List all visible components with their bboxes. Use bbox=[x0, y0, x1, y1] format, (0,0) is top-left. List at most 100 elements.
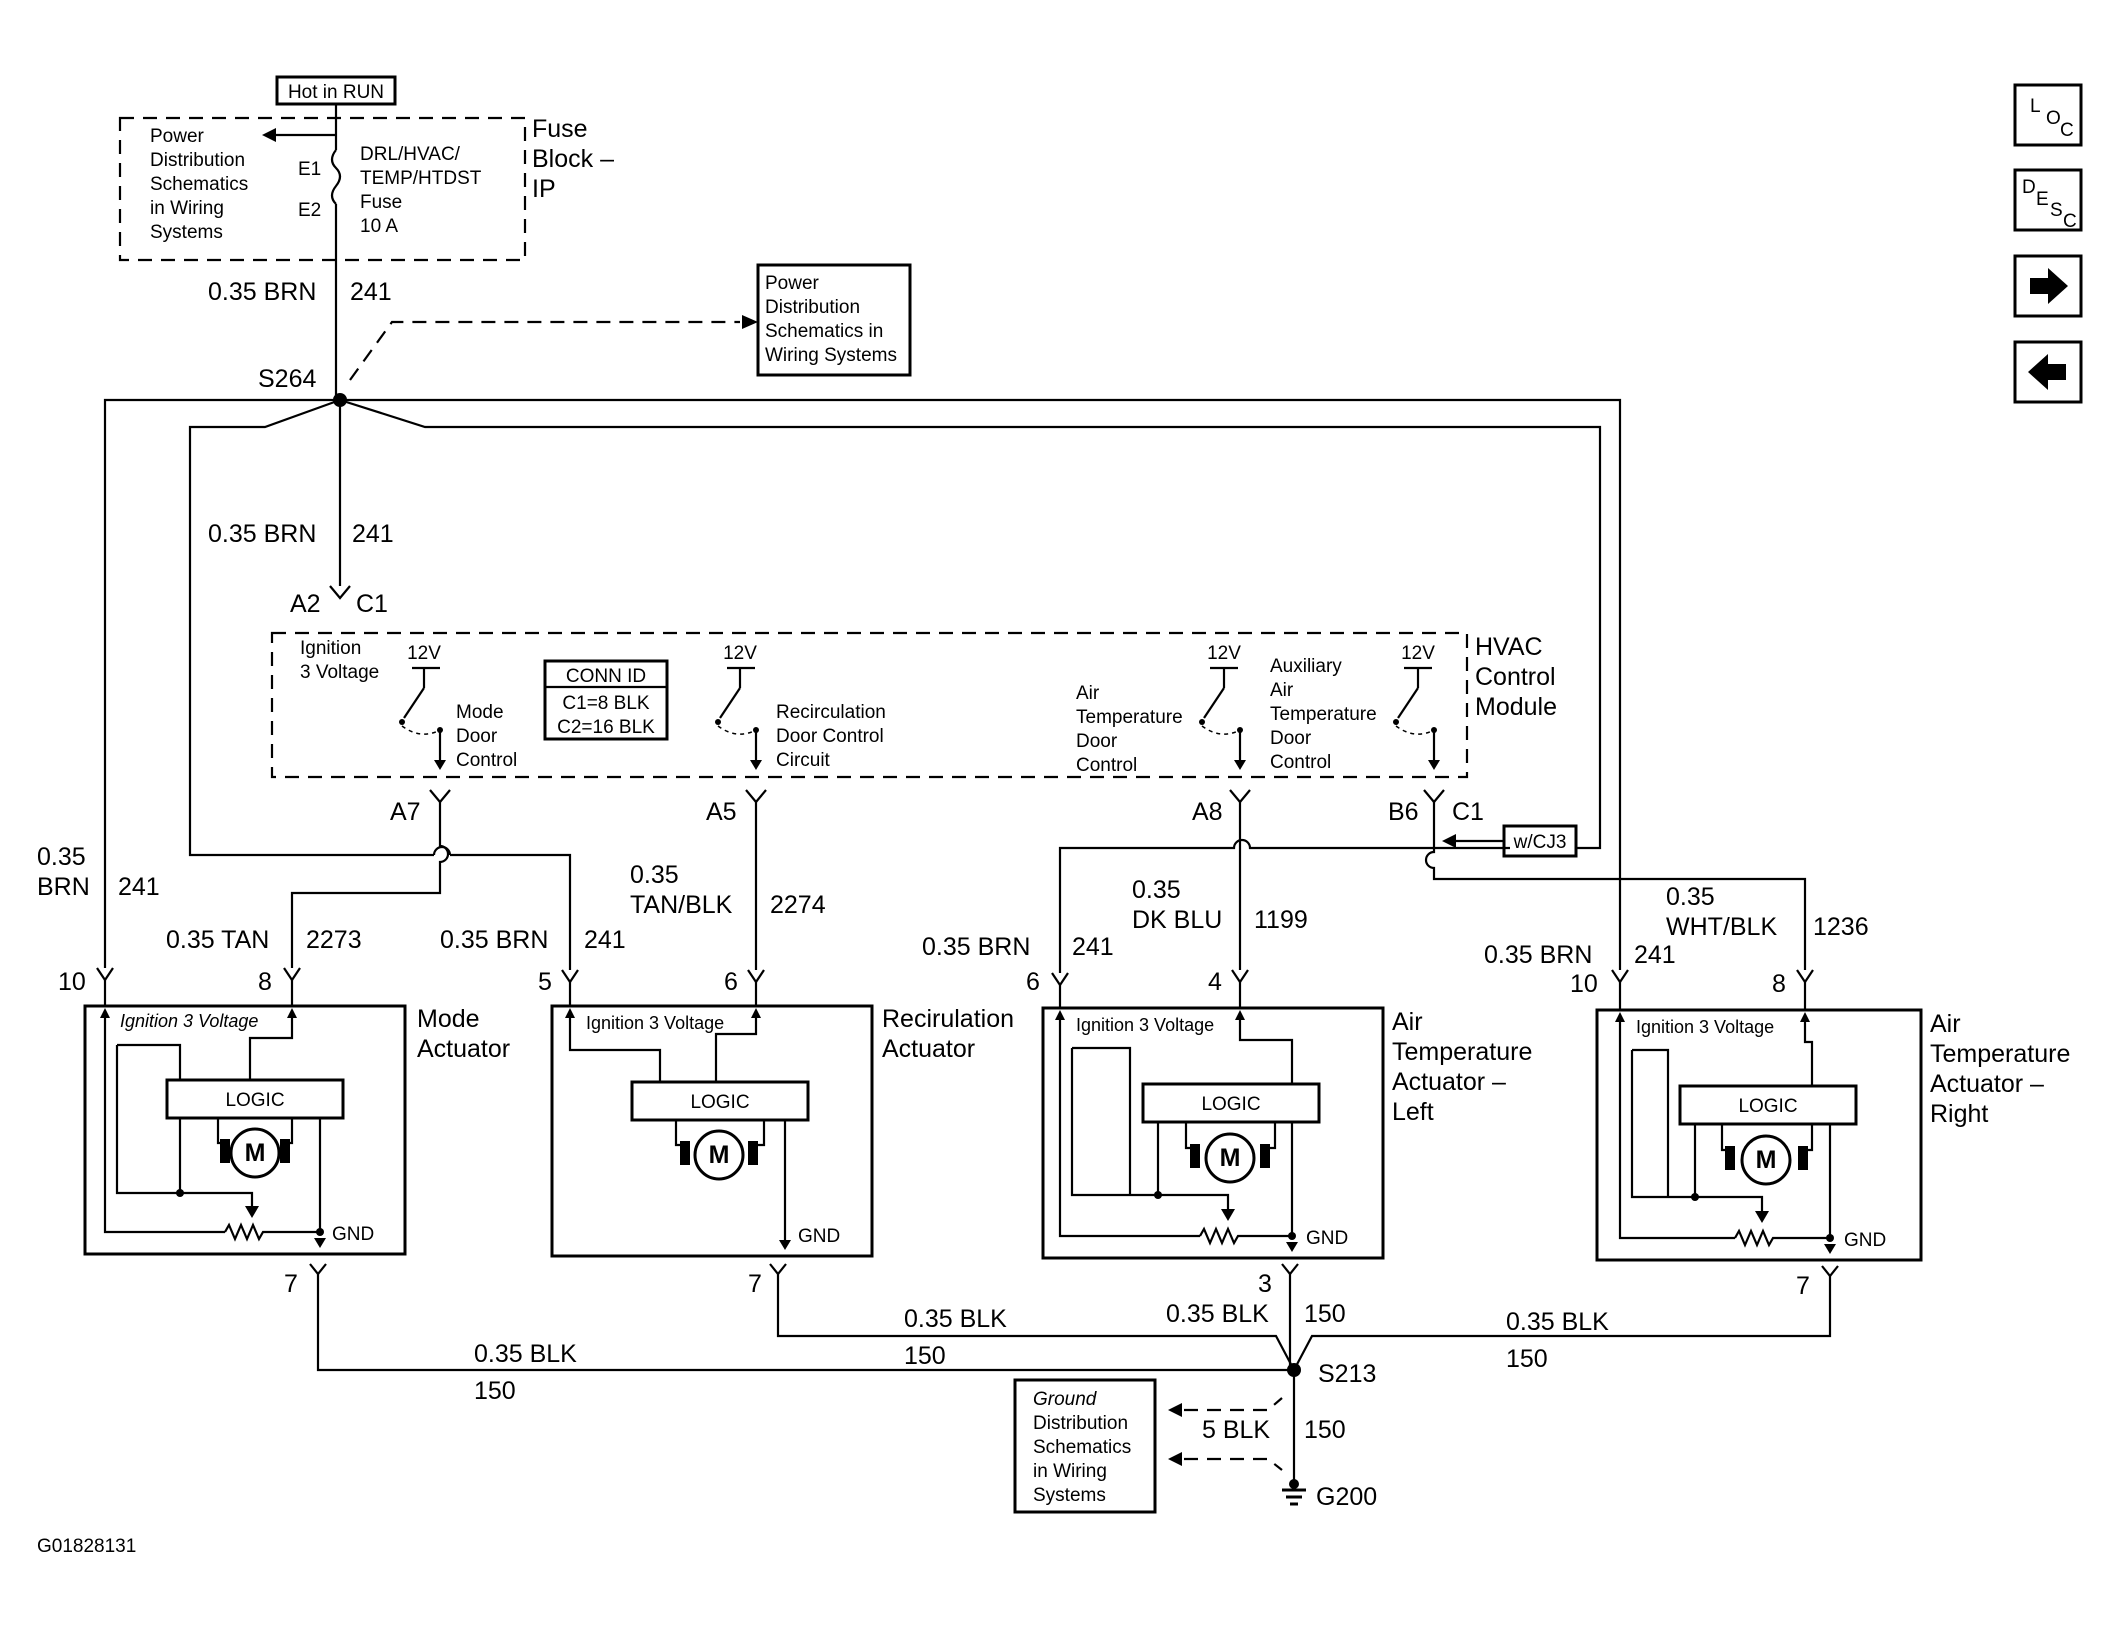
switch-aux-line-1: Auxiliary bbox=[1270, 656, 1342, 677]
desc-letter-d: D bbox=[2022, 177, 2036, 198]
power-ref-box-line-3: Schematics in bbox=[765, 321, 883, 342]
pin-c1-label: C1 bbox=[356, 590, 388, 618]
ground-ref-line-4: in Wiring bbox=[1033, 1461, 1107, 1482]
air-left-pin-3: 3 bbox=[1258, 1270, 1272, 1298]
mode-pin-7: 7 bbox=[284, 1270, 298, 1298]
air-left-brn-circuit: 241 bbox=[1072, 933, 1114, 961]
hvac-ign-line-2: 3 Voltage bbox=[300, 662, 379, 683]
option-cj3-arrow bbox=[1442, 834, 1456, 848]
left-brn-circuit: 241 bbox=[118, 873, 160, 901]
air-left-motor-label: M bbox=[1220, 1144, 1241, 1172]
ground-ref-line-1: Ground bbox=[1033, 1389, 1098, 1410]
desc-button[interactable]: D E S C bbox=[2013, 168, 2083, 232]
air-left-motor bbox=[1204, 1132, 1256, 1184]
switch-air-line-1: Air bbox=[1076, 683, 1100, 704]
pin-a2-label: A2 bbox=[290, 590, 321, 618]
signal-wires: 0.35 BRN 241 0.35 TAN 2273 0.35 BRN 241 … bbox=[37, 802, 1869, 1010]
ground-ref-leader-bottom bbox=[1184, 1457, 1283, 1471]
switch-air-line-2: Temperature bbox=[1076, 707, 1183, 728]
ground-g200-label: G200 bbox=[1316, 1483, 1377, 1511]
power-ref-box bbox=[756, 263, 912, 377]
hvac-module-outline bbox=[270, 631, 1469, 779]
recirc-circuit: 2274 bbox=[770, 891, 826, 919]
option-cj3-label: w/CJ3 bbox=[1513, 832, 1567, 853]
recirculation-actuator: Ignition 3 Voltage LOGIC M GND Recirulat… bbox=[550, 1004, 1014, 1258]
wire-inner-right-brn bbox=[339, 398, 1602, 850]
wire-gnd-recirc bbox=[776, 1274, 1295, 1371]
power-ref-leader bbox=[349, 320, 740, 381]
conn-id-box bbox=[543, 659, 669, 741]
switch-recirc-line-3: Circuit bbox=[776, 750, 831, 771]
splice-s213-label: S213 bbox=[1318, 1360, 1376, 1388]
fuse-pin-e1: E1 bbox=[298, 159, 321, 180]
air-right-brn-gauge: 0.35 BRN bbox=[1484, 941, 1592, 969]
loc-letter-o: O bbox=[2046, 108, 2061, 129]
ground-ref-line-5: Systems bbox=[1033, 1485, 1106, 1506]
switch-mode-line-1: Mode bbox=[456, 702, 504, 723]
ground-ref-leader-top bbox=[1184, 1397, 1283, 1412]
mode-logic-label: LOGIC bbox=[225, 1090, 284, 1111]
air-right-title-2: Temperature bbox=[1930, 1040, 2070, 1068]
switch-aux-12v: 12V bbox=[1401, 643, 1435, 664]
air-right-logic-label: LOGIC bbox=[1738, 1096, 1797, 1117]
wire-gnd-mode bbox=[316, 1274, 1294, 1372]
air-left-title-4: Left bbox=[1392, 1098, 1434, 1126]
air-right-title-4: Right bbox=[1930, 1100, 1988, 1128]
conn-id-c2: C2=16 BLK bbox=[557, 717, 655, 738]
switch-recirc-line-2: Door Control bbox=[776, 726, 884, 747]
power-ref-line-5: Systems bbox=[150, 222, 223, 243]
arrow-right-icon bbox=[2030, 268, 2068, 304]
switch-mode-line-3: Control bbox=[456, 750, 517, 771]
loc-letter-l: L bbox=[2030, 96, 2041, 117]
switch-mode-line-2: Door bbox=[456, 726, 498, 747]
next-button[interactable] bbox=[2013, 254, 2083, 318]
air-right-logic-box bbox=[1678, 1084, 1858, 1126]
mode-tan-gauge: 0.35 TAN bbox=[166, 926, 269, 954]
switch-air-line-3: Door bbox=[1076, 731, 1118, 752]
desc-button-frame[interactable] bbox=[2013, 168, 2083, 232]
fuse-pin-e2: E2 bbox=[298, 200, 321, 221]
mode-brn-circuit: 241 bbox=[584, 926, 626, 954]
power-ref-box-line-1: Power bbox=[765, 273, 820, 294]
pin-a7-label: A7 bbox=[390, 798, 421, 826]
ground-wires: 7 7 3 7 S213 G200 0.35 BLK 150 0.35 BLK … bbox=[284, 1263, 1839, 1514]
switch-aux-line-4: Door bbox=[1270, 728, 1312, 749]
loc-button-frame[interactable] bbox=[2013, 83, 2083, 147]
ground-g200 bbox=[1289, 1479, 1299, 1489]
switch-recirc-12v: 12V bbox=[723, 643, 757, 664]
fuse-symbol bbox=[330, 149, 342, 205]
power-branch-arrow bbox=[262, 128, 276, 142]
recirc-color: TAN/BLK bbox=[630, 891, 733, 919]
fuse-block-title-2: Block – bbox=[532, 145, 614, 173]
recirc-title-2: Actuator bbox=[882, 1035, 975, 1063]
loc-letter-c: C bbox=[2060, 120, 2074, 141]
air-temp-actuator-left: Ignition 3 Voltage LOGIC M GND Air Tempe… bbox=[1041, 1006, 1532, 1260]
ground-ref-line-2: Distribution bbox=[1033, 1413, 1128, 1434]
connector-a2 bbox=[329, 585, 351, 600]
air-right-title-1: Air bbox=[1930, 1010, 1961, 1038]
gnd-main-circuit: 150 bbox=[1304, 1416, 1346, 1444]
pin-a5-label: A5 bbox=[706, 798, 737, 826]
air-right-pin-7: 7 bbox=[1796, 1272, 1810, 1300]
pin-c1b-label: C1 bbox=[1452, 798, 1484, 826]
prev-button[interactable] bbox=[2013, 340, 2083, 404]
fuse-name-line-4: 10 A bbox=[360, 216, 398, 237]
air-right-title-3: Actuator – bbox=[1930, 1070, 2044, 1098]
gnd-recirc-circuit: 150 bbox=[904, 1342, 946, 1370]
fuse-block-outline bbox=[118, 116, 527, 262]
switch-recirculation-door: 12V Recirculation Door Control Circuit bbox=[715, 643, 886, 771]
gnd-left-circuit: 150 bbox=[1304, 1300, 1346, 1328]
air-left-title-1: Air bbox=[1392, 1008, 1423, 1036]
air-right-pin-10: 10 bbox=[1570, 970, 1598, 998]
mode-pin-10: 10 bbox=[58, 968, 86, 996]
loc-button[interactable]: L O C bbox=[2013, 83, 2083, 147]
switch-aux-line-5: Control bbox=[1270, 752, 1331, 773]
power-feed: 0.35 BRN 241 Power Distribution Schemati… bbox=[103, 260, 1622, 970]
arrow-left-icon bbox=[2028, 354, 2066, 390]
hvac-title-2: Control bbox=[1475, 663, 1556, 691]
recirc-logic-label: LOGIC bbox=[690, 1092, 749, 1113]
mode-title-1: Mode bbox=[417, 1005, 480, 1033]
air-left-gauge: 0.35 bbox=[1132, 876, 1181, 904]
mode-gnd-label: GND bbox=[332, 1224, 374, 1245]
power-ref-line-4: in Wiring bbox=[150, 198, 224, 219]
